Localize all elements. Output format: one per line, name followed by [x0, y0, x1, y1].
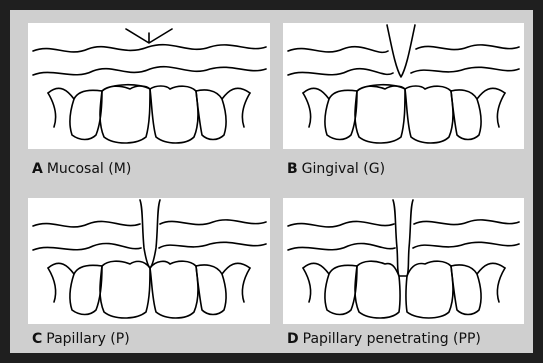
incision-mark	[387, 25, 415, 77]
right-tooth-edge	[497, 93, 505, 127]
panel-d-letter: D	[287, 331, 299, 347]
upper-gum-line	[288, 45, 519, 53]
left-tooth-edge	[48, 93, 56, 127]
upper-gum-line	[288, 220, 519, 227]
tooth-2	[355, 266, 400, 318]
lower-gum-line	[33, 242, 266, 250]
panel-c-illustration	[28, 198, 270, 324]
panel-c-letter: C	[32, 331, 42, 347]
right-tooth-edge	[242, 93, 250, 127]
incision-mark	[393, 200, 413, 276]
tooth-3	[405, 89, 453, 143]
panel-a-label: Mucosal (M)	[47, 161, 131, 177]
tooth-3	[406, 266, 453, 318]
incision-mark	[126, 29, 172, 43]
left-tooth-edge	[303, 93, 311, 127]
panel-d-label: Papillary penetrating (PP)	[303, 331, 481, 347]
panel-a-letter: A	[32, 161, 43, 177]
upper-teeth-outline	[48, 261, 250, 274]
upper-teeth-outline	[303, 261, 505, 276]
right-tooth-edge	[242, 268, 250, 302]
panel-b-illustration	[283, 23, 524, 149]
left-tooth-edge	[48, 268, 56, 302]
upper-gum-line	[33, 45, 266, 52]
tooth-3	[150, 89, 198, 143]
left-tooth-edge	[303, 268, 311, 302]
lower-gum-line	[33, 67, 266, 75]
panel-d-illustration	[283, 198, 524, 324]
panel-b-label: Gingival (G)	[302, 161, 385, 177]
upper-gum-line	[33, 220, 266, 227]
tooth-3	[150, 266, 198, 318]
lower-gum-line	[288, 242, 519, 250]
panel-a-illustration	[28, 23, 270, 149]
panel-b-letter: B	[287, 161, 298, 177]
incision-mark	[140, 200, 160, 268]
panel-c-label: Papillary (P)	[46, 331, 129, 347]
tooth-2	[355, 85, 405, 143]
right-tooth-edge	[497, 268, 505, 302]
tooth-2	[100, 85, 150, 143]
tooth-2	[100, 266, 150, 318]
